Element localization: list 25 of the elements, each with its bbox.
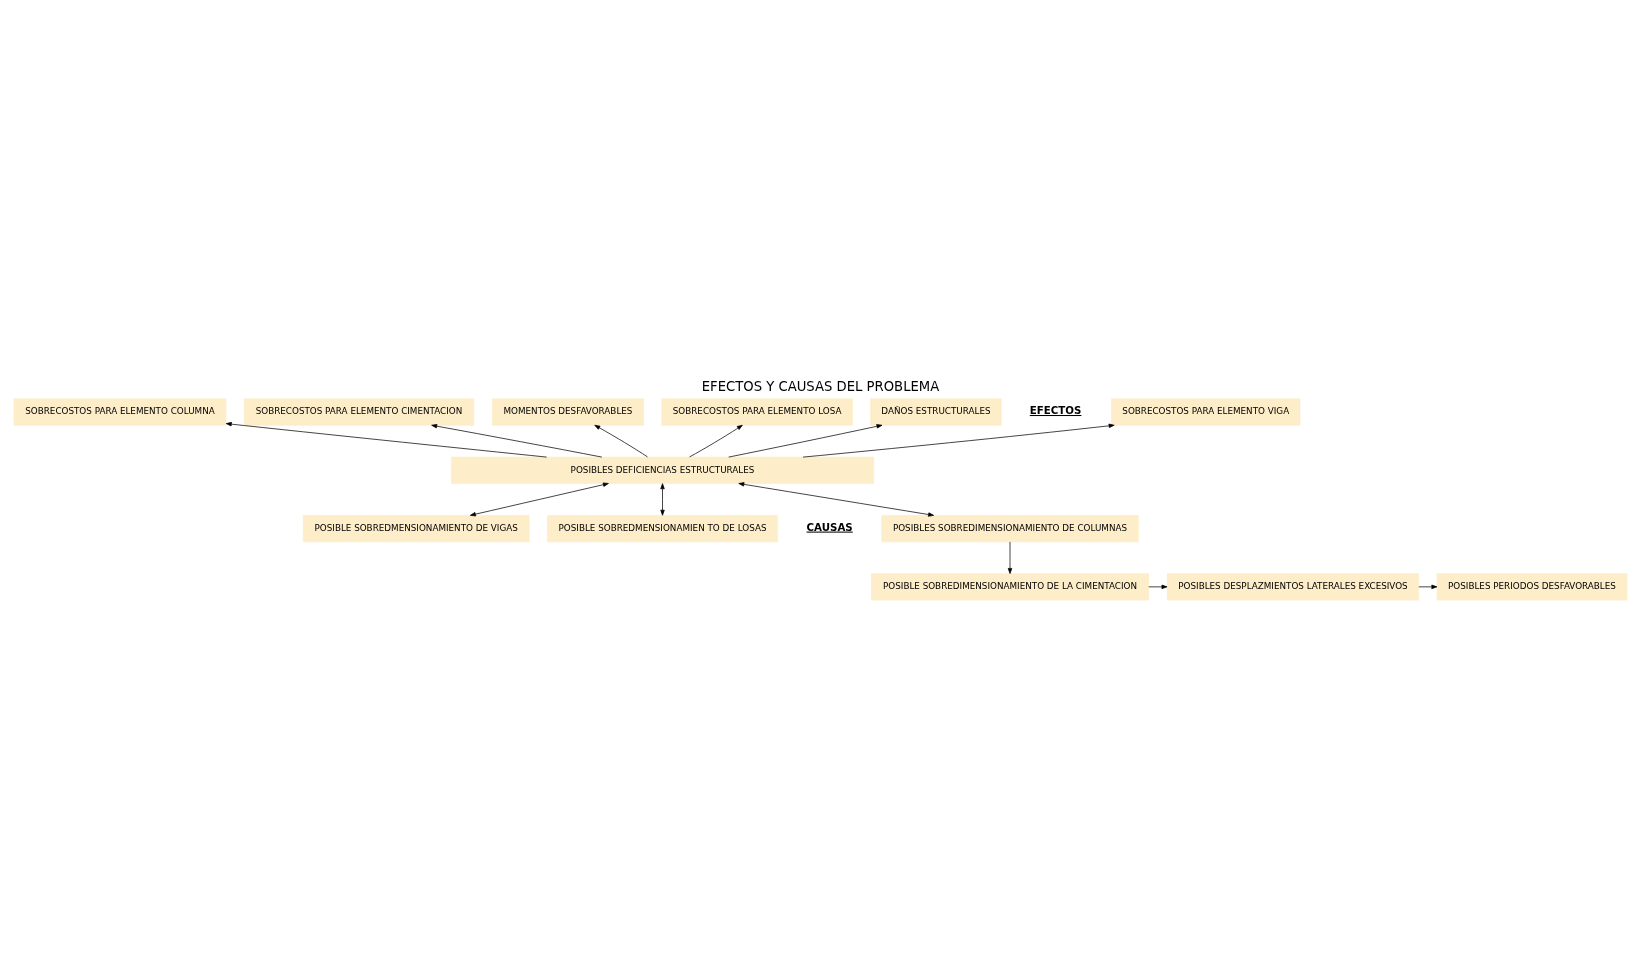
arrow [225, 421, 547, 457]
label: CAUSAS [806, 520, 853, 533]
node-box: SOBRECOSTOS PARA ELEMENTO COLUMNA [13, 397, 227, 426]
arrow [1007, 541, 1013, 574]
node-box: POSIBLES SOBREDIMENSIONAMIENTO DE COLUMNAS [881, 514, 1139, 542]
arrow [469, 482, 609, 516]
arrow [660, 482, 665, 516]
arrow [1418, 584, 1438, 589]
arrow [728, 423, 883, 457]
arrow [802, 423, 1115, 457]
node-box: SOBRECOSTOS PARA ELEMENTO VIGA [1111, 397, 1301, 426]
arrow [1148, 584, 1168, 589]
node-box: POSIBLES PERIODOS DESFAVORABLES [1436, 572, 1628, 600]
node-box: POSIBLES DESPLAZMIENTOS LATERALES EXCESIVOS [1166, 572, 1420, 600]
node-box: MOMENTOS DESFAVORABLES [492, 397, 644, 426]
diagram-title: EFECTOS Y CAUSAS DEL PROBLEMA [701, 378, 940, 394]
node-box: POSIBLE SOBREDMENSIONAMIEN TO DE LOSAS [547, 514, 778, 542]
arrow [689, 424, 743, 457]
arrow [738, 481, 934, 517]
arrow [594, 424, 648, 457]
node-box: POSIBLE SOBREDMENSIONAMIENTO DE VIGAS [302, 514, 530, 542]
node-box: SOBRECOSTOS PARA ELEMENTO LOSA [661, 397, 853, 426]
arrow [431, 423, 603, 457]
label: EFECTOS [1029, 403, 1082, 416]
node-box: POSIBLE SOBREDIMENSIONAMIENTO DE LA CIMENTACION [871, 572, 1149, 600]
